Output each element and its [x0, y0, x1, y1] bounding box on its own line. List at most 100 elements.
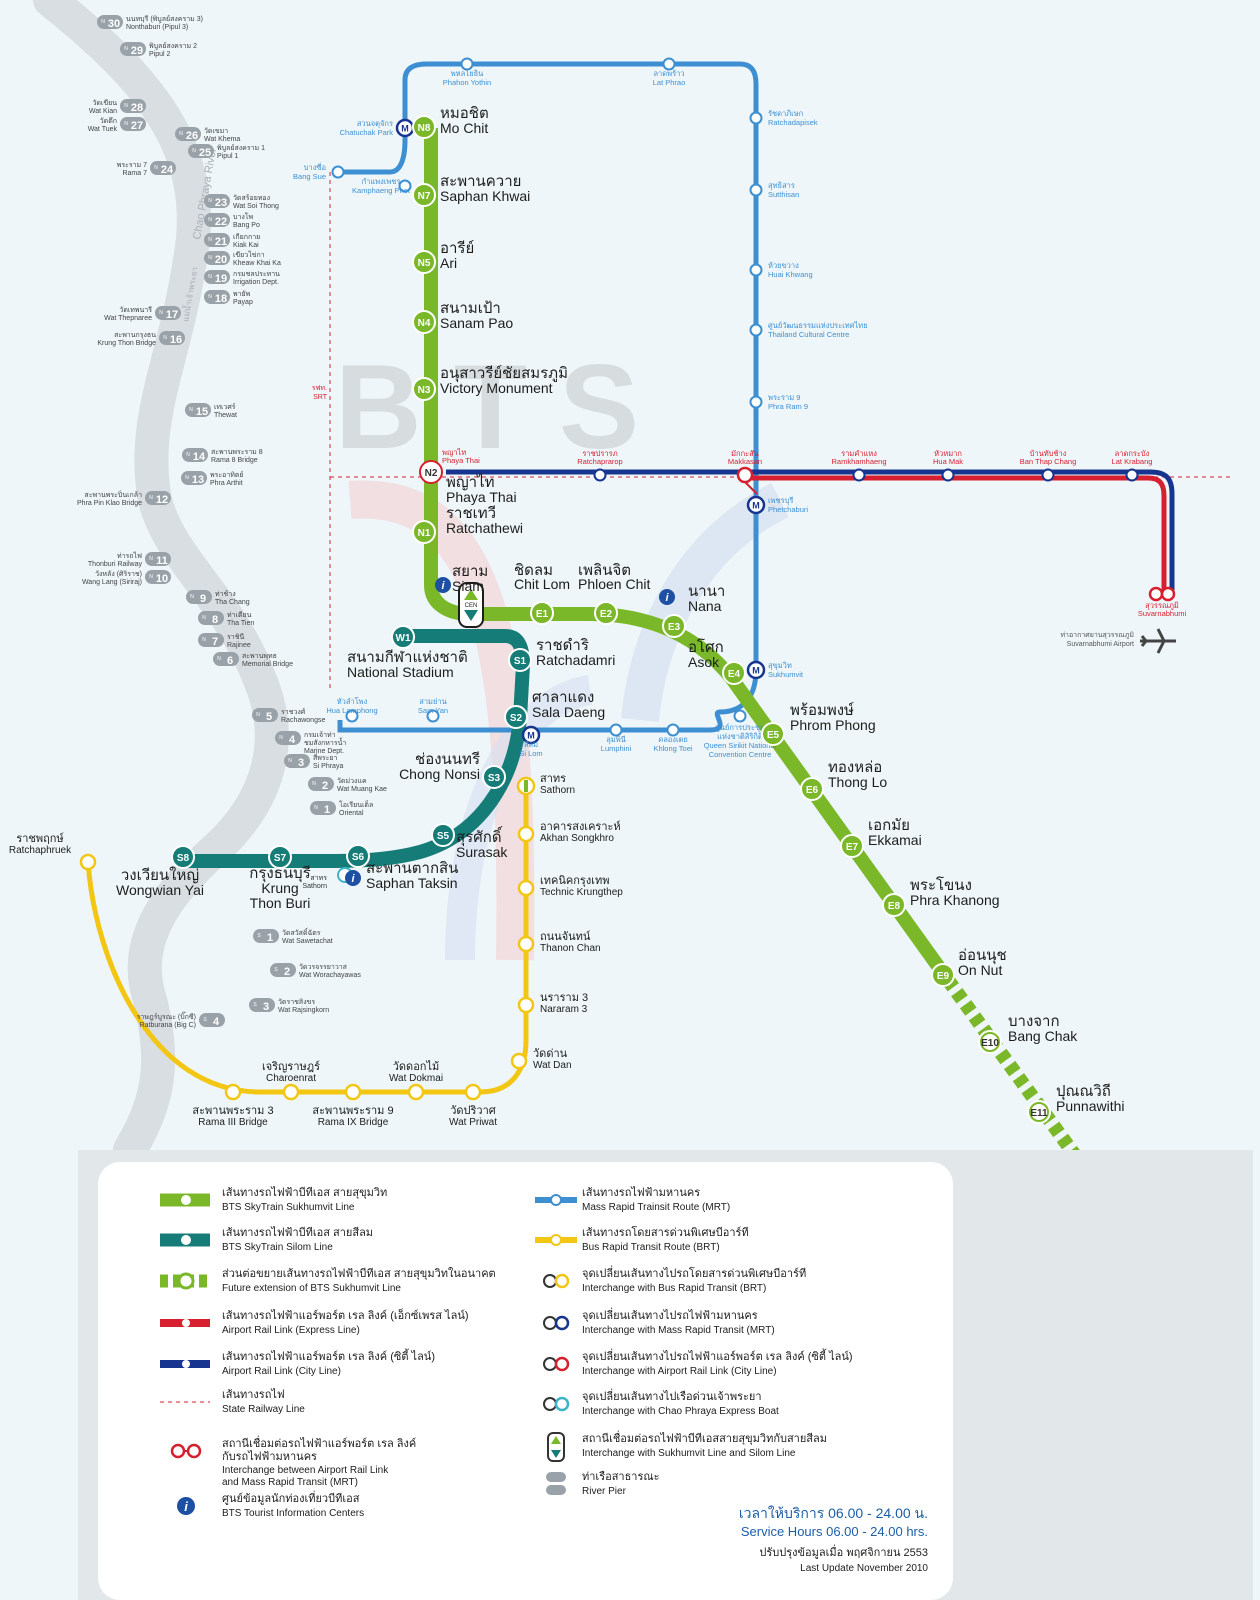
legend-label-th: เส้นทางรถไฟฟ้าแอร์พอร์ต เรล ลิงค์ (เอ็กซ… [222, 1308, 469, 1322]
brt-station-marker [517, 996, 535, 1014]
pier-name-en: Wat Rajsingkorn [278, 1007, 329, 1014]
mrt-station-en: Chatuchak Park [340, 128, 394, 137]
brt-line [85, 788, 529, 1095]
mrt-station-marker [733, 709, 747, 723]
pier-name-th: พระอาทิตย์ [210, 471, 244, 479]
mrt-station-en: Sam Yan [418, 706, 448, 715]
pier-badge [199, 1013, 225, 1027]
pier-side: N [279, 735, 283, 741]
arl-station-th: มักกะสัน [731, 449, 759, 458]
arl-station-th: พญาไท [442, 448, 466, 457]
pier-badge [204, 213, 230, 227]
legend-label-en: State Railway Line [222, 1404, 305, 1415]
mrt-station-en2: Convention Centre [709, 750, 772, 759]
pier-badge [275, 731, 301, 745]
brt-station-en: Nararam 3 [540, 1004, 588, 1015]
legend-swatch-station [550, 1234, 562, 1246]
pier-badge [284, 754, 310, 768]
info-icon [177, 1497, 195, 1515]
pier-number: 9 [200, 593, 206, 605]
legend-label-th: เส้นทางรถไฟฟ้ามหานคร [582, 1186, 700, 1199]
legend-label-en: Interchange with Chao Phraya Express Boa… [582, 1406, 779, 1417]
legend-siam-interchange [547, 1432, 565, 1462]
station-name-th: อนุสาวรีย์ชัยสมรภูมิ [440, 365, 568, 383]
pier-side: N [163, 335, 167, 341]
pier-side: N [288, 758, 292, 764]
brt-station-marker [517, 879, 535, 897]
pier-side: N [314, 805, 318, 811]
pier-badge [204, 233, 230, 247]
station-name-th: หมอชิต [440, 105, 489, 122]
pier-side: N [208, 198, 212, 204]
brt-station-marker [517, 935, 535, 953]
pier-name-en: Thewat [214, 412, 237, 419]
legend-label-th: เส้นทางรถโดยสารด่วนพิเศษบีอาร์ที [582, 1225, 749, 1239]
pier-side: S [203, 1017, 207, 1023]
pier-number: 12 [156, 494, 168, 506]
station-marker-e5 [761, 722, 785, 746]
pier-side: N [312, 781, 316, 787]
brt-station-th: สะพานพระราม 3 [192, 1105, 273, 1117]
station-name-en: Phaya Thai [446, 489, 517, 505]
legend-label-en: Future extension of BTS Sukhumvit Line [222, 1283, 401, 1294]
station-code: S2 [510, 713, 523, 724]
pier-side: N [202, 615, 206, 621]
brt-station-th: สะพานพระราม 9 [312, 1105, 393, 1117]
pier-name-th: พิบูลย์สงคราม 1 [217, 144, 265, 152]
pier-name-th: โอเรียนเต็ล [339, 800, 373, 809]
pier-badge [120, 42, 146, 56]
pier-name-th: วัดราชสิงขร [278, 998, 315, 1006]
legend-label-th: จุดเปลี่ยนเส้นทางไปรถโดยสารด่วนพิเศษบีอา… [582, 1265, 806, 1280]
station-marker-w1 [391, 625, 415, 649]
pier-number: 29 [131, 45, 143, 57]
legend-label-en: Airport Rail Link (Express Line) [222, 1325, 360, 1336]
station-name-th: สนามกีฬาแห่งชาติ [347, 649, 468, 666]
arl-station-en: Makkasan [728, 457, 762, 466]
pier-side: S [253, 1002, 257, 1008]
pier-name-en: Si Phraya [313, 763, 343, 770]
brt-station-en: Rama III Bridge [198, 1117, 268, 1128]
station-code: N5 [418, 258, 431, 269]
arl-station-marker [941, 468, 955, 482]
legend-arl-mrt-b [186, 1443, 202, 1459]
pier-name-en: Krung Thon Bridge [97, 340, 156, 347]
watermark-arc-blue [621, 483, 789, 723]
station-name-th: ชิดลม [514, 562, 553, 579]
future-station-inner [1031, 1104, 1047, 1120]
pier-number: 26 [186, 130, 198, 142]
legend-label-th: ศูนย์ข้อมูลนักท่องเที่ยวบีทีเอส [222, 1490, 360, 1505]
station-code: W1 [396, 633, 411, 644]
mrt-station-en: Phetchaburi [768, 505, 808, 514]
pier-name-en: Tha Tien [227, 620, 254, 627]
brt-station-marker [517, 825, 535, 843]
legend-label-en: Airport Rail Link (City Line) [222, 1366, 341, 1377]
station-name-th: กรุงธนบุรี [249, 865, 310, 883]
pier-side: N [192, 148, 196, 154]
info-icon-glyph: i [184, 1499, 188, 1514]
update-th: ปรับปรุงข้อมูลเมื่อ พฤศจิกายน 2553 [759, 1544, 928, 1559]
brt-station-en: Akhan Songkhro [540, 833, 614, 844]
brt-station-th: วัดดอกไม้ [393, 1060, 440, 1073]
airport-en: Suvarnabhumi Airport [1067, 641, 1134, 648]
station-name-en: Asok [688, 654, 720, 670]
pier-name-en: Payap [233, 299, 253, 306]
station-code: E1 [536, 609, 549, 620]
pier-number: 10 [156, 573, 168, 585]
mrt-station-en: Sutthisan [768, 190, 799, 199]
pier-name-th: ราชวงศ์ [281, 708, 306, 716]
legend-label-th: เส้นทางรถไฟฟ้าบีทีเอส สายสีลม [222, 1226, 373, 1239]
station-code: CEN [465, 603, 478, 609]
station-code: S3 [488, 773, 501, 784]
pier-name-en: Rama 7 [122, 170, 147, 177]
station-code: S6 [352, 852, 365, 863]
pier-number: 19 [215, 273, 227, 285]
station-name-th: เอกมัย [868, 817, 910, 834]
mrt-station-th: เพชรบุรี [768, 496, 793, 505]
mrt-station-th: ห้วยขวาง [768, 261, 799, 270]
pier-name-th: พิบูลย์สงคราม 2 [149, 42, 197, 50]
legend-label-en: Interchange with Sukhumvit Line and Silo… [582, 1448, 796, 1459]
pier-number: 2 [284, 966, 290, 978]
arl-station-marker [1041, 468, 1055, 482]
legend-brt-interchange-b [554, 1273, 570, 1289]
